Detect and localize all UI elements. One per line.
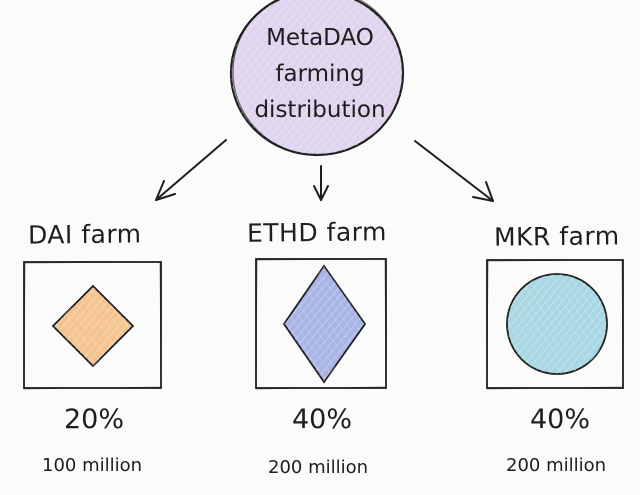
center-label-line-2: farming [275,61,365,87]
dai-farm-diamond [51,284,135,368]
mkr-farm-circle [506,273,608,375]
dai-farm-percent: 20% [64,404,125,435]
ethd-farm-amount: 200 million [268,457,369,478]
arrow-to-mkr-farm [414,140,494,202]
ethd-farm-title: ETHD farm [246,217,388,248]
ethd-farm-diamond [282,264,367,384]
mkr-farm-box [486,259,624,390]
arrow-to-ethd-farm [313,165,329,201]
mkr-farm-amount: 200 million [506,455,607,476]
ethd-farm-percent: 40% [292,404,353,435]
center-label: MetaDAO farming distribution [250,20,390,128]
mkr-farm-title: MKR farm [493,221,620,252]
dai-farm-box [23,261,162,390]
ethd-farm-box [255,258,387,390]
center-label-line-3: distribution [254,97,386,123]
arrow-to-dai-farm [155,139,227,201]
mkr-farm-percent: 40% [530,404,591,435]
center-label-line-1: MetaDAO [266,25,374,51]
dai-farm-amount: 100 million [42,455,143,476]
center-node [229,0,405,157]
dai-farm-title: DAI farm [27,219,142,250]
